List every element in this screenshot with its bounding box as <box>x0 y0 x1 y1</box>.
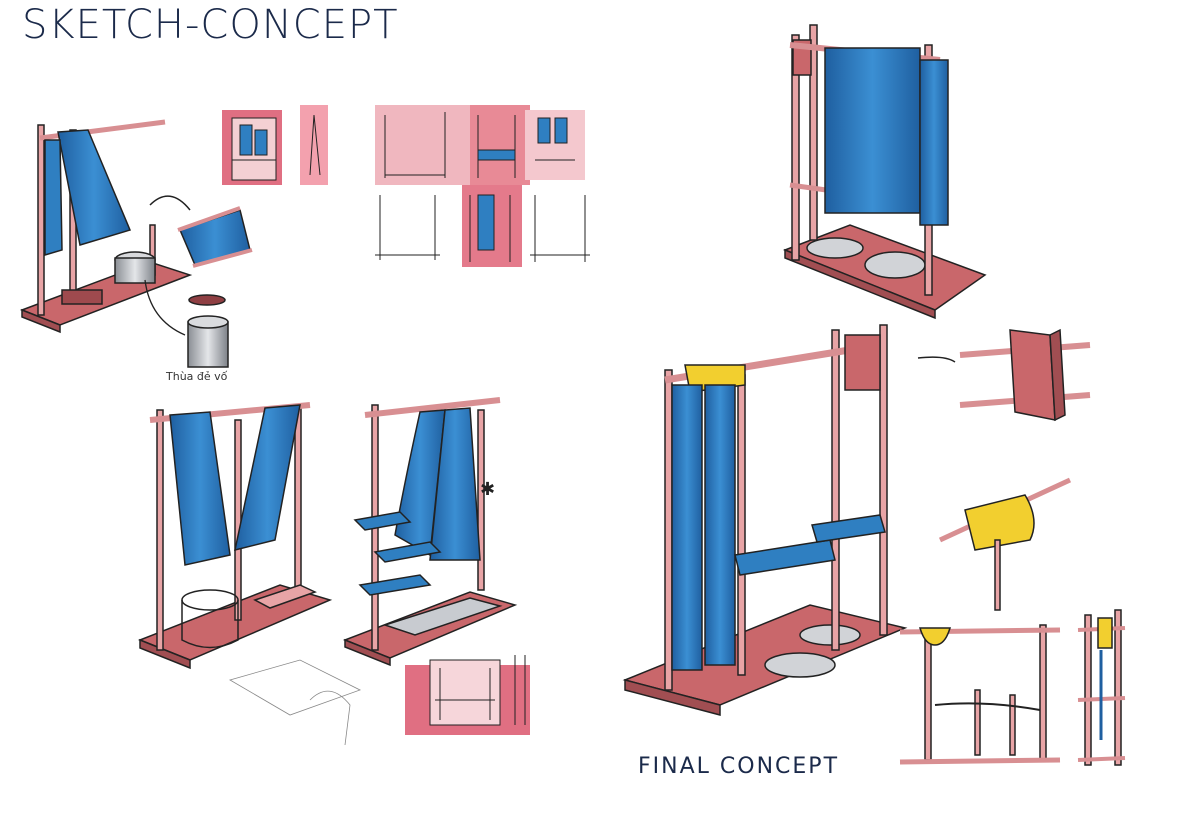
detail-side-view <box>1077 609 1126 766</box>
thumbnail-sketch-2 <box>405 655 530 735</box>
detail-joint-sketch <box>917 328 1091 422</box>
final-concept-rack <box>622 324 908 716</box>
svg-text:✱: ✱ <box>480 479 495 499</box>
sketch-rack-1 <box>19 119 253 368</box>
detail-front-view <box>899 624 1061 765</box>
sketch-rack-3: ✱ <box>342 397 518 667</box>
thumbnail-sketch-1 <box>222 105 328 185</box>
page-title: SKETCH-CONCEPT <box>22 2 399 48</box>
pencil-sketch <box>228 659 362 746</box>
thumbnail-sketch-grid <box>375 105 590 267</box>
detail-yellow-clamp <box>938 477 1072 611</box>
sketch-rack-2 <box>137 402 333 670</box>
final-rack-top <box>782 24 987 320</box>
pot-annotation: Thùa đẻ vố <box>165 370 228 383</box>
final-concept-label: FINAL CONCEPT <box>638 754 840 779</box>
